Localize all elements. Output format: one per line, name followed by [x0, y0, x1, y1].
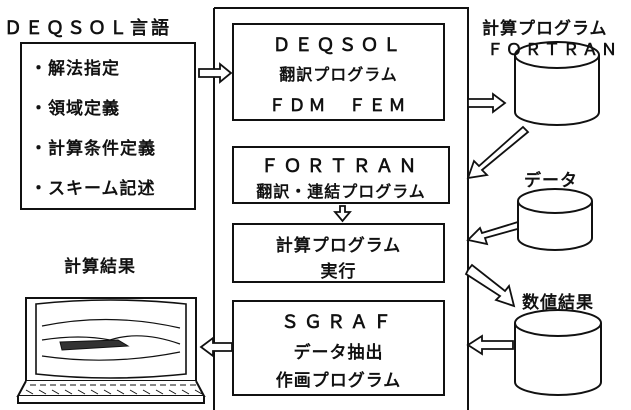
program-store-label-line2: ＦＯＲＴＲＡＮ	[487, 36, 620, 60]
arrow-results-to-sgraf	[468, 336, 513, 354]
arrow-program-to-compiler	[468, 127, 528, 178]
input-item-4: ・スキーム記述	[30, 174, 156, 199]
input-title: ＤＥＱＳＯＬ言語	[4, 14, 172, 40]
step1-line3: ＦＤＭ ＦＥＭ	[234, 91, 443, 116]
arrow-compile-to-execute	[335, 206, 350, 221]
data-store-label: データ	[524, 166, 578, 191]
input-item-3: ・計算条件定義	[30, 134, 156, 159]
input-item-1: ・解法指定	[30, 54, 120, 79]
step4-line3: 作画プログラム	[234, 366, 443, 391]
cylinder-data	[518, 189, 592, 250]
step1-line2: 翻訳プログラム	[234, 61, 443, 85]
output-label: 計算結果	[64, 252, 136, 277]
step4-line2: データ抽出	[234, 338, 443, 363]
arrow-data-to-execute	[468, 222, 521, 244]
input-item-2: ・領域定義	[30, 94, 120, 119]
step-fortran-compile: ＦＯＲＴＲＡＮ 翻訳・連結プログラム	[232, 146, 450, 204]
terminal-monitor	[18, 298, 204, 403]
step-deqsol-translator: ＤＥＱＳＯＬ 翻訳プログラム ＦＤＭ ＦＥＭ	[232, 23, 445, 121]
arrow-sgraf-to-terminal	[201, 338, 232, 356]
arrow-translator-to-program	[468, 94, 505, 112]
step2-line2: 翻訳・連結プログラム	[234, 178, 448, 202]
step1-line1: ＤＥＱＳＯＬ	[234, 31, 443, 57]
step-sgraf: ＳＧＲＡＦ データ抽出 作画プログラム	[232, 300, 445, 396]
numeric-store-label: 数値結果	[522, 288, 594, 313]
input-language-box: ・解法指定 ・領域定義 ・計算条件定義 ・スキーム記述	[20, 42, 196, 210]
step4-line1: ＳＧＲＡＦ	[234, 308, 443, 334]
step-execute: 計算プログラム 実行	[232, 223, 445, 283]
arrow-execute-to-results	[466, 265, 514, 306]
cylinder-numeric-results	[515, 310, 601, 395]
step3-line2: 実行	[234, 257, 443, 282]
step3-line1: 計算プログラム	[234, 231, 443, 256]
step2-line1: ＦＯＲＴＲＡＮ	[234, 152, 448, 178]
